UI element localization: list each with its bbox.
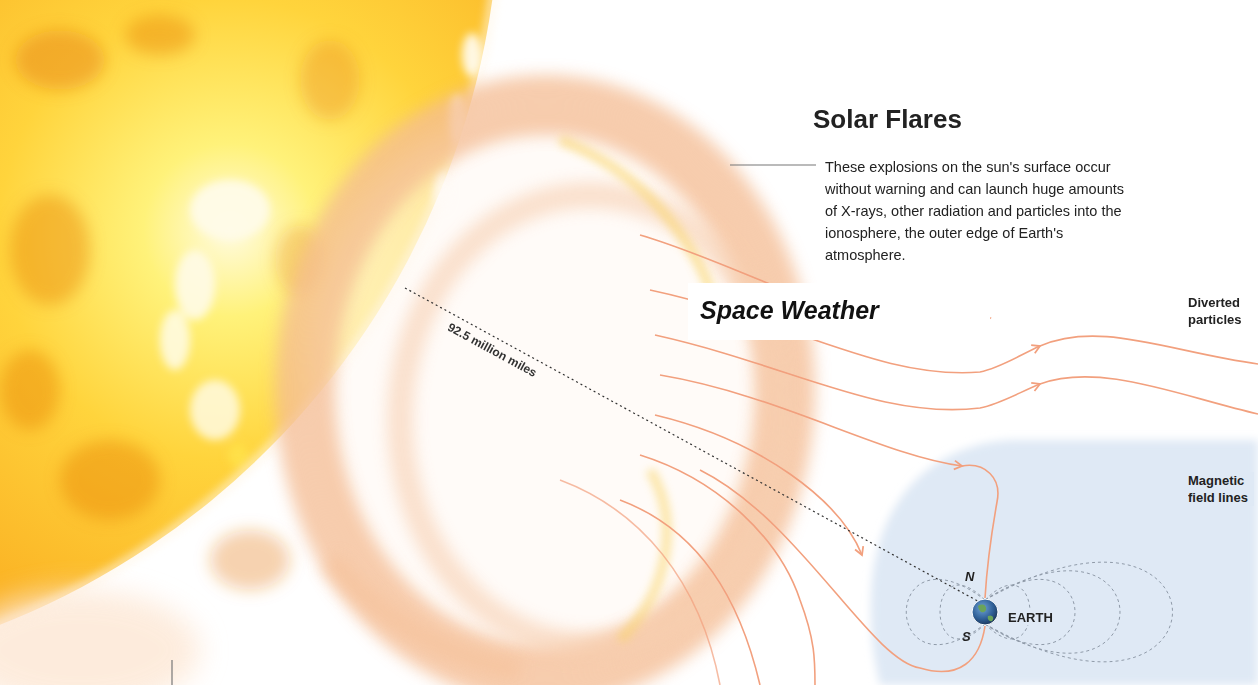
particle-stream: [1040, 377, 1258, 414]
sun-spot: [210, 530, 290, 590]
particle-stream: [660, 375, 962, 466]
sun-spot: [15, 30, 105, 90]
particle-stream: [1040, 336, 1258, 364]
bright-patch: [228, 443, 248, 467]
sun-spot: [60, 440, 160, 520]
particle-stream: [640, 455, 815, 685]
bright-patch: [190, 380, 240, 440]
callout-body: These explosions on the sun's surface oc…: [825, 156, 1130, 266]
particle-streams: [560, 235, 1258, 685]
particle-stream: [560, 480, 720, 685]
magnetic-field-lines: [906, 562, 1172, 662]
sun-spot: [125, 15, 195, 55]
magnetosphere: [871, 440, 1258, 685]
pole-label: N: [965, 569, 974, 584]
planet-label: EARTH: [1006, 610, 1055, 625]
bright-patch: [160, 310, 190, 370]
field-line: [985, 571, 1120, 653]
flare-streak: [330, 560, 520, 670]
sun-bright-patches: [160, 180, 270, 467]
stream-label: Diverted particles: [1188, 294, 1254, 328]
sun-spot: [300, 40, 360, 120]
earth-land: [988, 615, 993, 621]
leader-line: [730, 164, 816, 165]
prominence: [462, 33, 482, 77]
title-banner: Space Weather: [688, 283, 990, 340]
earth: [972, 599, 998, 625]
earth-land: [978, 605, 986, 613]
sun-spot: [0, 350, 60, 430]
field-label: Magnetic field lines: [1188, 472, 1254, 506]
field-line: [985, 562, 1173, 662]
particle-stream: [655, 335, 1040, 410]
flare-loop: [305, 105, 785, 675]
flare-loop: [400, 195, 780, 645]
particle-stream: [655, 415, 862, 555]
flare-core: [305, 105, 785, 675]
flare-glow: [0, 590, 200, 685]
particle-stream: [620, 500, 760, 685]
distance-label: 92.5 million miles: [445, 320, 539, 380]
flare-streak: [620, 470, 667, 640]
particle-stream: [700, 470, 985, 672]
solar-flare: [0, 105, 785, 685]
bright-patch: [175, 250, 215, 320]
earth-globe: [972, 599, 998, 625]
sun-spot: [10, 195, 90, 305]
particle-stream: [962, 465, 998, 598]
callout-heading: Solar Flares: [813, 104, 962, 135]
leader-line: [171, 660, 172, 685]
bright-patch: [190, 180, 270, 240]
pole-label: S: [962, 629, 971, 644]
